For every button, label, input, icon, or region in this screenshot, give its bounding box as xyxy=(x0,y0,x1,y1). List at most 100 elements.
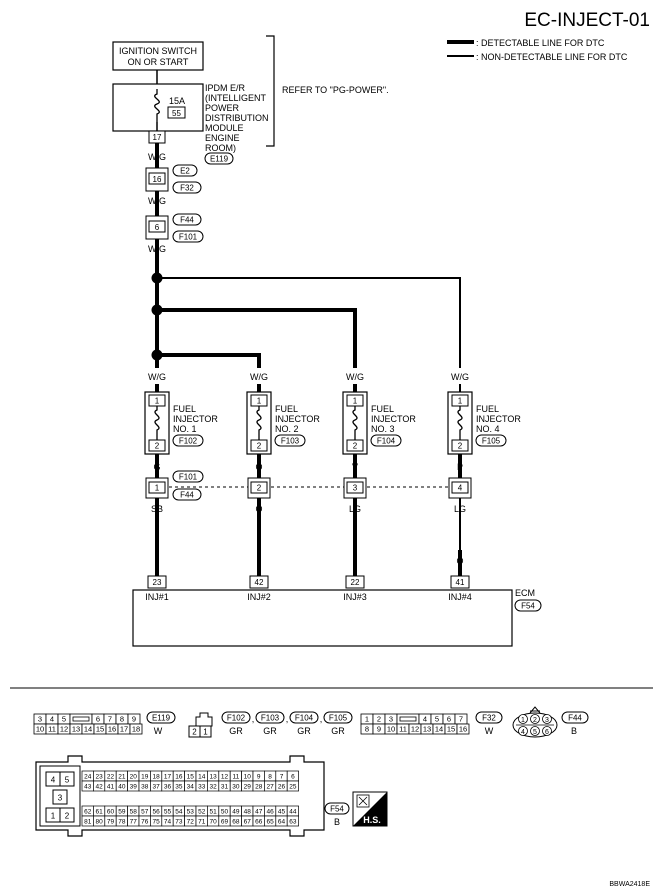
svg-text:6: 6 xyxy=(545,729,549,736)
pin-number: 33 xyxy=(198,784,206,791)
pin-number: 24 xyxy=(84,774,92,781)
pin-number: 43 xyxy=(84,784,92,791)
joint-connector-terminal: 4 xyxy=(458,484,463,493)
pin-number: 45 xyxy=(278,809,286,816)
pin-number: 1 xyxy=(365,715,369,724)
pin-number: 16 xyxy=(108,725,116,734)
svg-text:16: 16 xyxy=(153,175,162,184)
pin-cell xyxy=(286,780,299,792)
pin-number: 21 xyxy=(118,774,126,781)
pin-number: 71 xyxy=(198,819,206,826)
pin-number: 63 xyxy=(289,819,297,826)
injector-terminal-1: 1 xyxy=(458,397,463,406)
svg-text:17: 17 xyxy=(153,133,162,142)
injector-terminal-2: 2 xyxy=(458,442,463,451)
injector-label: FUEL xyxy=(173,404,196,414)
pin-number: 11 xyxy=(399,725,407,734)
ecm-terminal xyxy=(450,575,470,589)
ignition-switch-label: IGNITION SWITCH xyxy=(119,46,197,56)
pin-number: 62 xyxy=(84,809,92,816)
ipdm-box xyxy=(112,83,204,132)
connector-tag-f101-injector: F101 xyxy=(172,470,204,483)
pin-number: 8 xyxy=(268,774,272,781)
pin-number: 60 xyxy=(107,809,115,816)
connector-tag xyxy=(221,711,251,724)
injector-label: INJECTOR xyxy=(173,414,218,424)
pin-number: 15 xyxy=(187,774,195,781)
pin-number: 58 xyxy=(130,809,138,816)
svg-text:2: 2 xyxy=(65,812,70,821)
ignition-switch-box xyxy=(112,41,204,71)
ecm-terminal-number: 22 xyxy=(351,578,360,587)
pin-cell xyxy=(286,815,299,827)
pin-number: 74 xyxy=(164,819,172,826)
pin-number: 23 xyxy=(95,774,103,781)
pin-number: 37 xyxy=(152,784,160,791)
svg-text:1: 1 xyxy=(203,728,208,737)
wire-color-mid: V xyxy=(352,462,358,472)
wire-color-trunk-3: W/G xyxy=(148,244,166,254)
pin-number: 51 xyxy=(209,809,217,816)
wire-color-trunk-1: W/G xyxy=(148,152,166,162)
svg-text:1: 1 xyxy=(51,812,56,821)
pin-number: 9 xyxy=(377,725,381,734)
pin-number: 67 xyxy=(244,819,252,826)
pin-number: 3 xyxy=(38,715,42,724)
injector-terminal-1: 1 xyxy=(257,397,262,406)
pin-number: 22 xyxy=(107,774,115,781)
pin-number: 47 xyxy=(255,809,263,816)
wire-color-bottom: SB xyxy=(151,504,163,514)
wire-color-mid: G xyxy=(153,462,160,472)
svg-text:F101: F101 xyxy=(179,473,198,482)
injector-label: NO. 3 xyxy=(371,424,395,434)
pin-number: 66 xyxy=(255,819,263,826)
fuse-number: 55 xyxy=(172,109,181,118)
refer-text: REFER TO "PG-POWER". xyxy=(282,85,389,95)
pin-number: 15 xyxy=(447,725,455,734)
pin-number: 20 xyxy=(130,774,138,781)
pin-number: 6 xyxy=(447,715,451,724)
pin-number: 53 xyxy=(187,809,195,816)
connector-face-f54-color: B xyxy=(334,817,340,827)
injector-terminal-1: 1 xyxy=(155,397,160,406)
wire-color-top: W/G xyxy=(148,372,166,382)
injector-coil-icon xyxy=(154,406,160,440)
joint-connector-terminal: 3 xyxy=(353,484,358,493)
wire-branch-injector-4 xyxy=(157,277,461,368)
pin-number: 18 xyxy=(152,774,160,781)
pin-number: 6 xyxy=(291,774,295,781)
svg-text:(INTELLIGENT: (INTELLIGENT xyxy=(205,93,267,103)
connector-face-f54-tag: F54 xyxy=(324,802,350,815)
connector-tag-e2: E2 xyxy=(172,164,198,177)
pin-number: 41 xyxy=(107,784,115,791)
connector-face-f32-color: W xyxy=(485,726,494,736)
injector-connector-name: F103 xyxy=(281,437,300,446)
ignition-switch-label-2: ON OR START xyxy=(128,57,189,67)
pin-number: 39 xyxy=(130,784,138,791)
connector-separator: , xyxy=(320,714,323,724)
pin-number: 10 xyxy=(36,725,44,734)
injector-label: NO. 4 xyxy=(476,424,500,434)
pin-number: 19 xyxy=(141,774,149,781)
connector-face-e119-tag: E119 xyxy=(146,711,176,724)
connector-face-f44-color: B xyxy=(571,726,577,736)
page-title: EC-INJECT-01 xyxy=(524,10,650,31)
connector-face-f44-tag: F44 xyxy=(561,711,589,724)
svg-text:F44: F44 xyxy=(568,714,582,723)
pin-number: 14 xyxy=(198,774,206,781)
harness-side-label: H.S. xyxy=(363,815,381,825)
pin-number: 12 xyxy=(221,774,229,781)
connector-separator: , xyxy=(252,714,255,724)
pin-number: 17 xyxy=(164,774,172,781)
connector-separator: , xyxy=(286,714,289,724)
svg-text:ENGINE: ENGINE xyxy=(205,133,240,143)
svg-text:3: 3 xyxy=(545,717,549,724)
svg-text:F54: F54 xyxy=(330,805,344,814)
pin-number: 55 xyxy=(164,809,172,816)
connector-face-f32-tag: F32 xyxy=(475,711,503,724)
wire-color-trunk-2: W/G xyxy=(148,196,166,206)
